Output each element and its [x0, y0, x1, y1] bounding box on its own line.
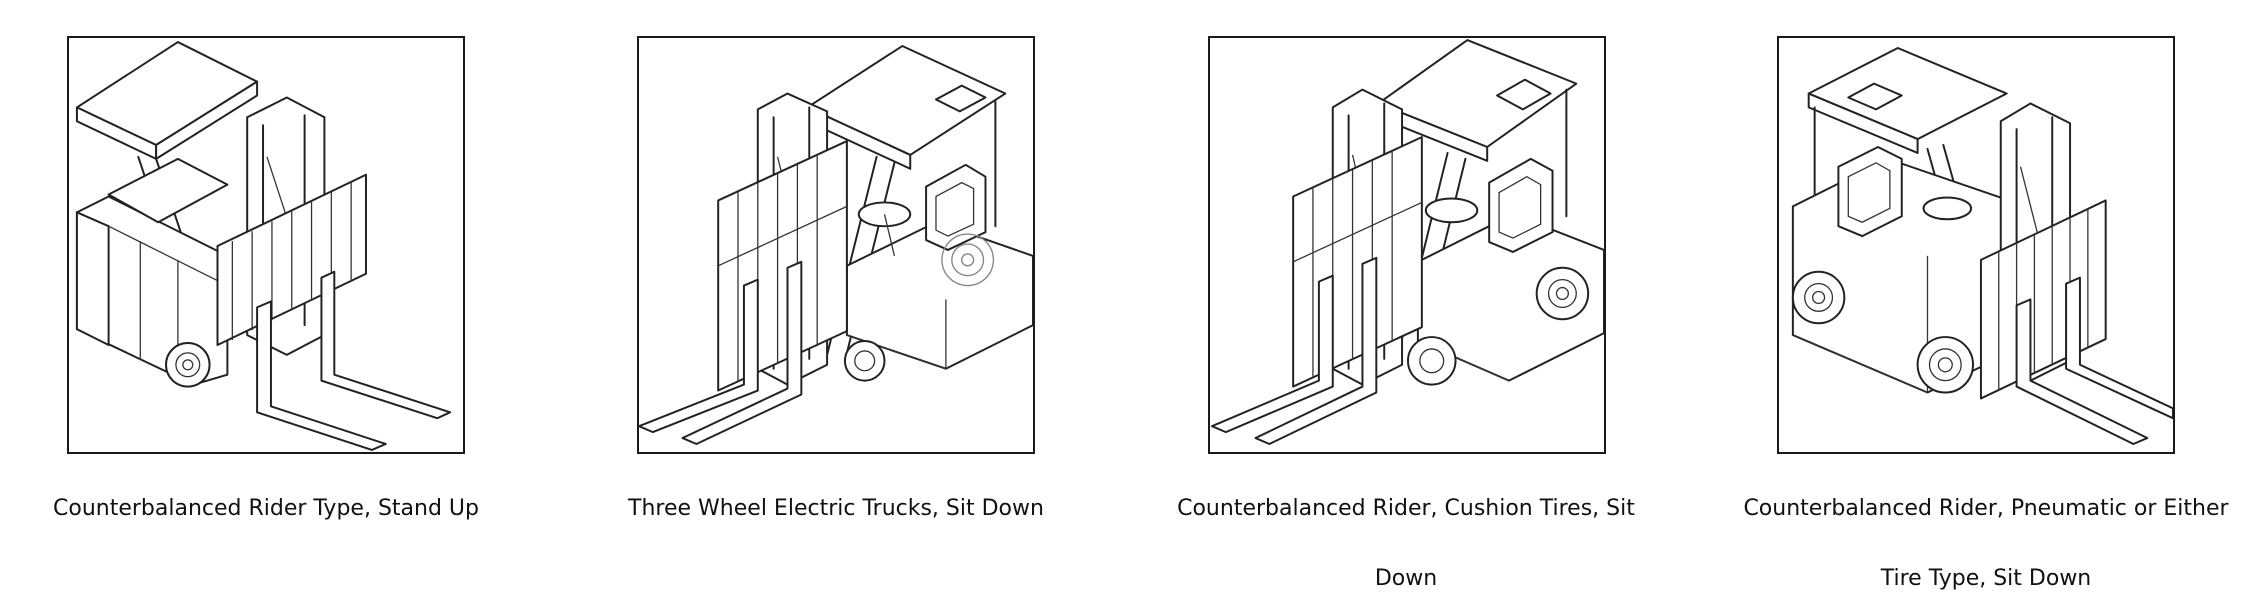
- forklift-stand-up-illustration: [67, 36, 465, 454]
- figure-caption: Counterbalanced Rider, Cushion Tires, Si…: [1177, 496, 1635, 591]
- figure-pneumatic-tires: Counterbalanced Rider, Pneumatic or Eith…: [1700, 0, 2242, 596]
- forklift-type-gallery: Counterbalanced Rider Type, Stand Up: [0, 0, 2242, 596]
- forklift-cushion-tires-drawing: [1210, 39, 1604, 445]
- forklift-pneumatic-tires-illustration: [1777, 36, 2175, 454]
- figure-caption: Counterbalanced Rider, Pneumatic or Eith…: [1743, 496, 2229, 591]
- forklift-three-wheel-electric-drawing: [639, 45, 1033, 445]
- figure-cushion-tires: Counterbalanced Rider, Cushion Tires, Si…: [1140, 0, 1700, 596]
- figure-caption: Three Wheel Electric Trucks, Sit Down: [628, 496, 1044, 521]
- figure-caption: Counterbalanced Rider Type, Stand Up: [53, 496, 479, 521]
- forklift-stand-up-drawing: [75, 41, 452, 451]
- figure-three-wheel-electric: Three Wheel Electric Trucks, Sit Down: [570, 0, 1130, 596]
- forklift-pneumatic-tires-drawing: [1791, 47, 2173, 445]
- forklift-cushion-tires-illustration: [1208, 36, 1606, 454]
- forklift-three-wheel-electric-illustration: [637, 36, 1035, 454]
- figure-stand-up: Counterbalanced Rider Type, Stand Up: [0, 0, 560, 596]
